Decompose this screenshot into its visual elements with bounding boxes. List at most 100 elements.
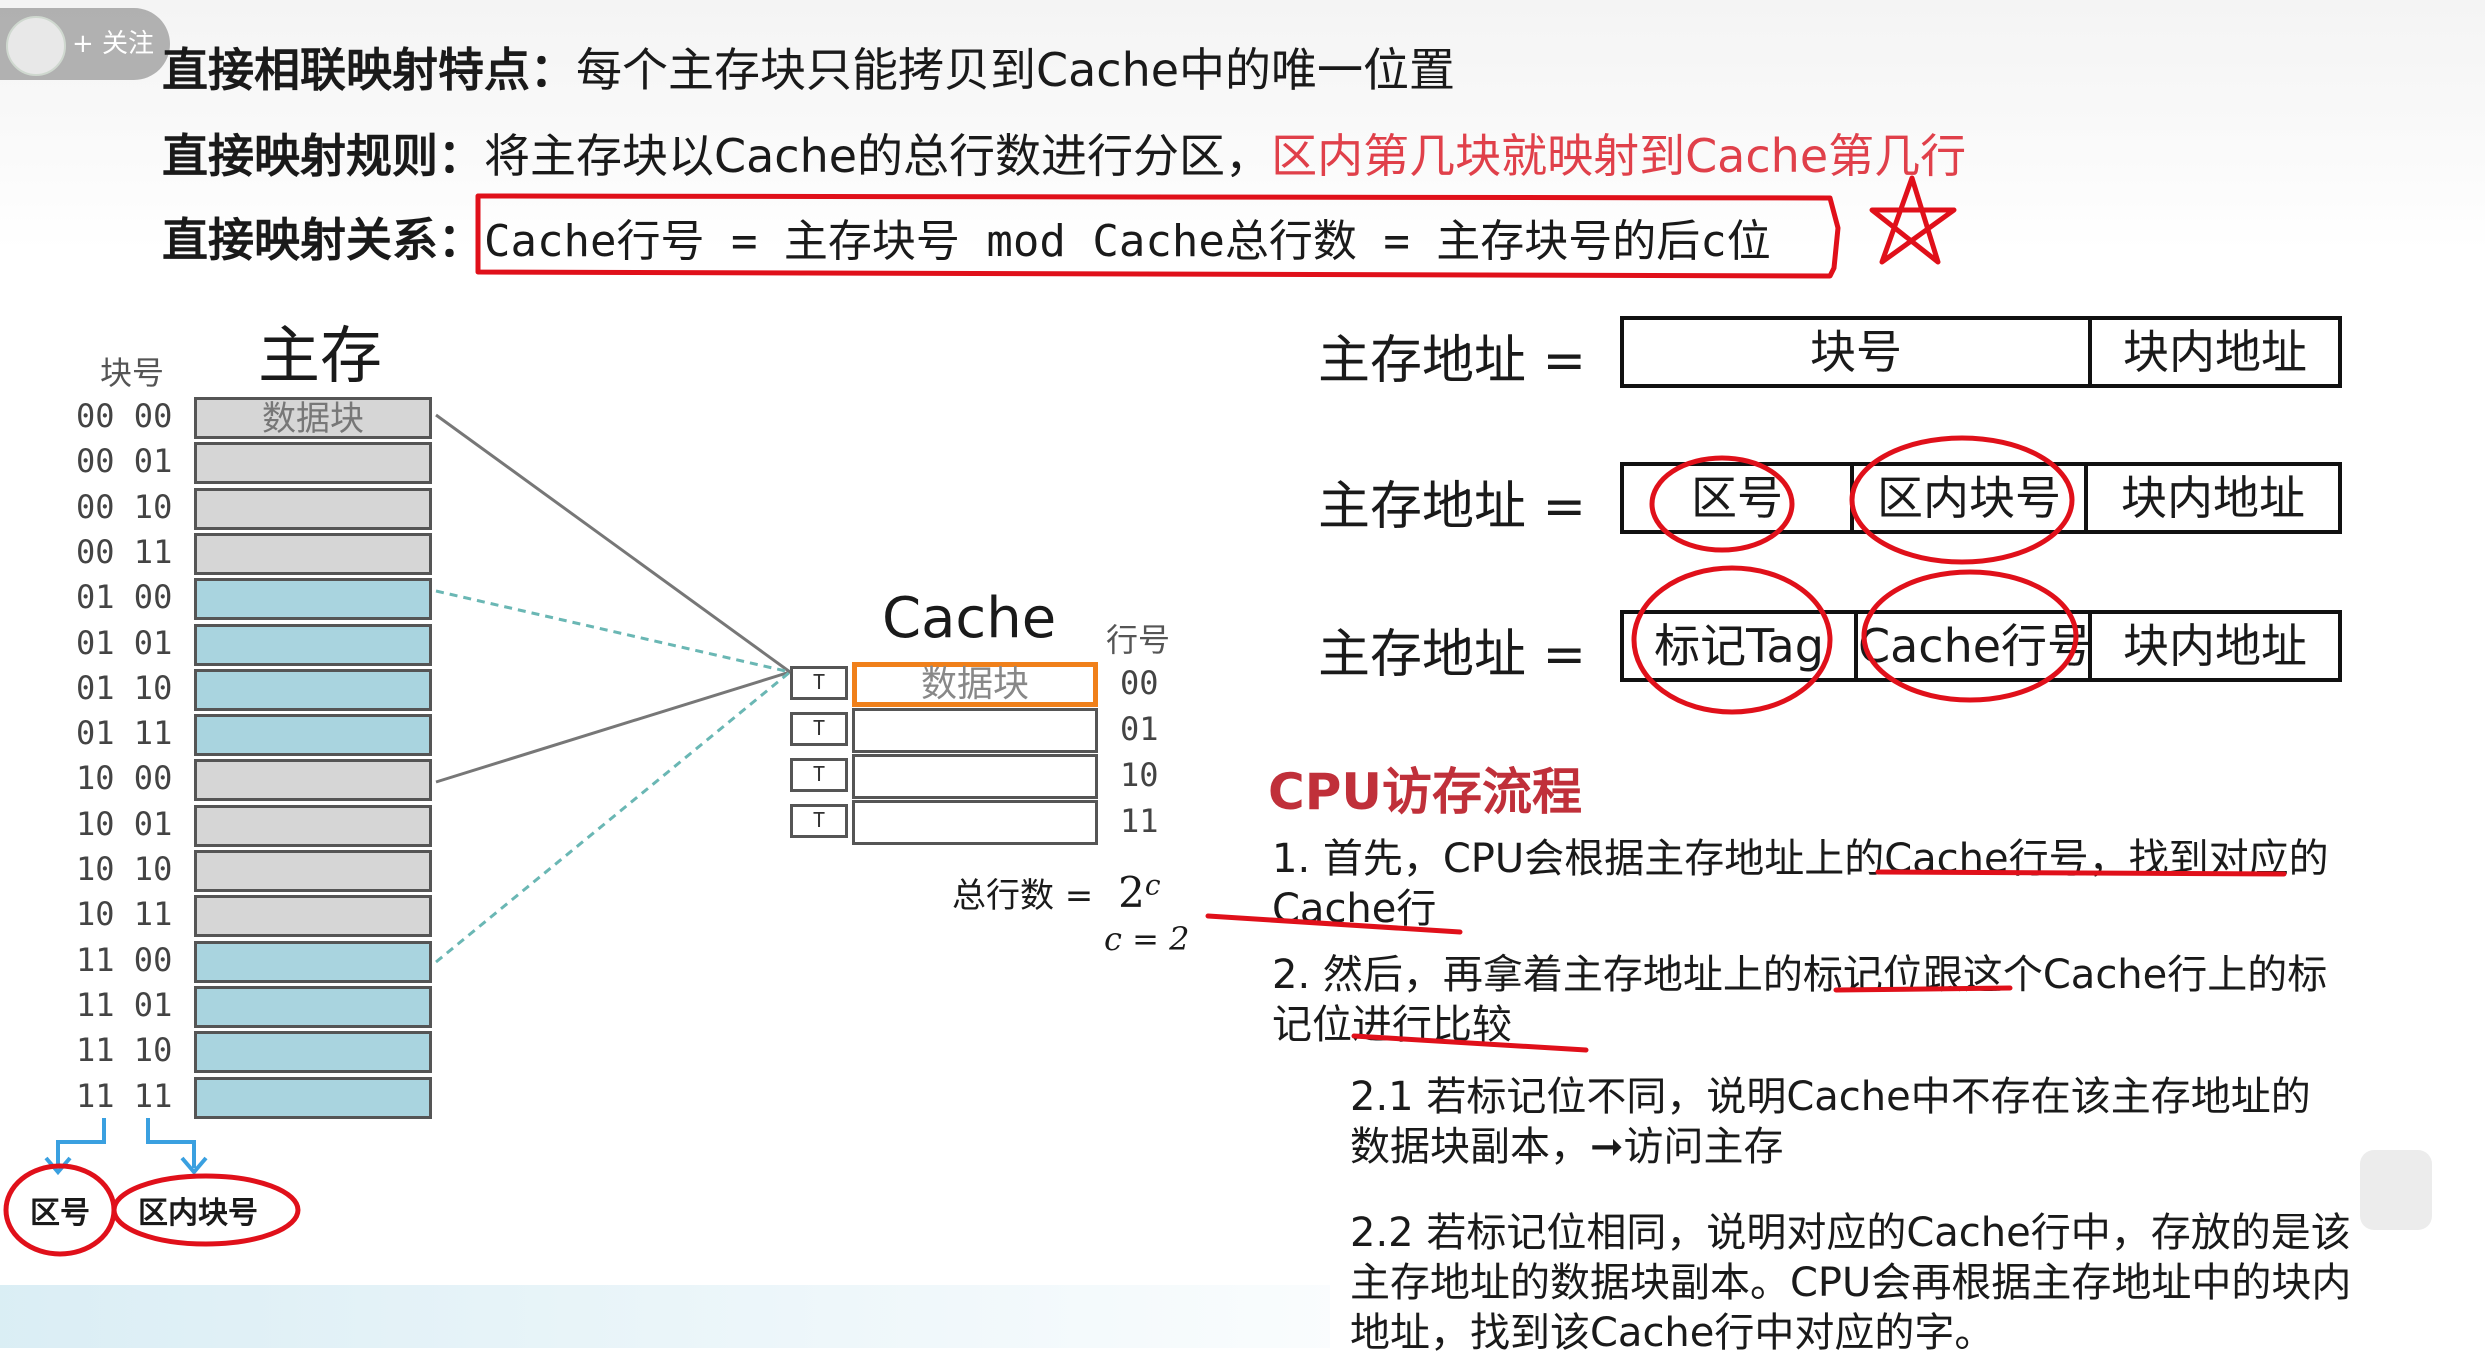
rule-3-label: 直接映射关系： (162, 213, 484, 267)
cache-tag-box: T (790, 666, 848, 700)
underline-step1 (1205, 913, 1463, 935)
address-format-box: 区号区内块号块内地址 (1620, 462, 2342, 534)
cache-tag-box: T (790, 758, 848, 792)
rule-1-label: 直接相联映射特点： (162, 43, 576, 97)
block-number: 11 11 (76, 1076, 173, 1115)
block-number: 01 10 (76, 668, 173, 707)
cache-row-number: 10 (1120, 756, 1159, 794)
flow-step-2-1-b: 数据块副本，➞访问主存 (1350, 1124, 1784, 1170)
memory-block (194, 850, 432, 892)
rule-2-highlight: 区内第几块就映射到Cache第几行 (1271, 129, 1967, 183)
memory-block (194, 487, 432, 530)
mapping-line-1 (435, 413, 791, 674)
cache-row-label: 行号 (1106, 621, 1171, 659)
flow-step-2-a: 2. 然后，再拿着主存地址上的标记位跟这个Cache行上的标 (1272, 952, 2328, 998)
mapping-line-4 (435, 670, 791, 964)
cache-row-number: 00 (1120, 664, 1159, 702)
rule-1-text: 每个主存块只能拷贝到Cache中的唯一位置 (576, 43, 1456, 97)
cache-row (852, 800, 1098, 845)
block-number: 11 00 (76, 940, 173, 979)
cache-row (852, 754, 1098, 799)
rule-line-1: 直接相联映射特点：每个主存块只能拷贝到Cache中的唯一位置 (162, 34, 1455, 100)
block-number: 10 10 (76, 850, 173, 888)
memory-block (194, 985, 432, 1028)
tag-circle-annotation (1631, 565, 1833, 715)
block-number-label: 块号 (100, 354, 165, 392)
total-rows-base: 2 (1118, 868, 1145, 917)
memory-block (194, 668, 432, 711)
underline-cache-line (1875, 869, 2287, 877)
address-field: 标记Tag (1624, 614, 1858, 678)
cache-line-circle-annotation (1861, 569, 2079, 703)
formula-box-annotation (475, 193, 1841, 279)
block-number: 00 10 (76, 487, 173, 526)
in-zone-label-circle (111, 1173, 301, 1247)
cpu-flow-title: CPU访存流程 (1268, 763, 1582, 821)
header-band (0, 0, 2485, 250)
in-zone-label: 区内块号 (138, 1196, 258, 1231)
total-rows-exp: c (1144, 868, 1161, 902)
address-field: 区内块号 (1854, 466, 2088, 530)
rule-line-3: 直接映射关系：Cache行号 = 主存块号 mod Cache总行数 = 主存块… (162, 204, 1771, 270)
rule-line-2: 直接映射规则：将主存块以Cache的总行数进行分区，区内第几块就映射到Cache… (162, 120, 1966, 186)
cache-row-number: 11 (1120, 802, 1159, 840)
block-number: 00 11 (76, 532, 173, 571)
cache-row-text: 数据块 (920, 664, 1029, 705)
memory-block (194, 895, 432, 938)
mapping-line-2 (435, 589, 791, 674)
rule-3-formula: Cache行号 = 主存块号 mod Cache总行数 = 主存块号的后c位 (484, 216, 1771, 267)
flow-step-2-1-a: 2.1 若标记位不同，说明Cache中不存在该主存地址的 (1350, 1074, 2311, 1120)
block-number: 01 01 (76, 623, 173, 662)
cache-row-number: 01 (1120, 710, 1159, 748)
address-field: 块号 (1624, 320, 2092, 384)
in-zone-circle-annotation (1849, 435, 2075, 565)
main-memory-title: 主存 (258, 319, 383, 392)
cache-row (852, 708, 1098, 753)
block-number: 11 10 (76, 1031, 173, 1070)
block-number: 01 11 (76, 714, 173, 753)
memory-block (194, 442, 432, 485)
follow-button[interactable]: + 关注 (0, 8, 170, 80)
underline-tag-bit (1833, 985, 2013, 993)
floating-action-button[interactable] (2360, 1150, 2432, 1230)
memory-block: 数据块 (194, 397, 432, 439)
address-field: 块内地址 (2121, 471, 2305, 525)
address-label: 主存地址 = (1318, 331, 1587, 391)
zone-arrow-head (44, 1156, 72, 1176)
memory-block-text: 数据块 (262, 399, 364, 439)
memory-block (194, 804, 432, 847)
mapping-line-3 (435, 670, 791, 784)
memory-block (194, 1031, 432, 1074)
block-number: 11 01 (76, 985, 173, 1024)
address-label: 主存地址 = (1318, 625, 1587, 685)
address-format-box: 块号块内地址 (1620, 316, 2342, 388)
cache-tag-box: T (790, 712, 848, 746)
zone-arrow (56, 1118, 106, 1168)
star-annotation (1869, 175, 1957, 265)
cache-tag-box: T (790, 804, 848, 838)
zone-circle-annotation (1649, 455, 1795, 553)
flow-step-2-2-a: 2.2 若标记位相同，说明对应的Cache行中，存放的是该 (1350, 1210, 2351, 1256)
rule-2-text: 将主存块以Cache的总行数进行分区， (484, 129, 1272, 183)
memory-block (194, 1076, 432, 1119)
total-rows-label: 总行数 = (952, 876, 1094, 916)
c-value: c = 2 (1104, 920, 1190, 958)
cache-title: Cache (882, 586, 1057, 651)
address-field: Cache行号 (1858, 614, 2092, 678)
address-field: 块内地址 (2123, 325, 2307, 379)
block-number: 10 01 (76, 804, 173, 843)
memory-block (194, 714, 432, 757)
memory-block (194, 940, 432, 983)
follow-label: + 关注 (72, 29, 155, 59)
total-rows: 总行数 = 2c (952, 868, 1161, 917)
memory-block (194, 532, 432, 575)
block-number: 00 01 (76, 442, 173, 481)
in-zone-arrow-head (180, 1156, 208, 1176)
block-number: 01 00 (76, 578, 173, 617)
cache-row: 数据块 (852, 662, 1098, 707)
block-number: 10 11 (76, 895, 173, 934)
watermark-band (0, 1285, 1330, 1348)
